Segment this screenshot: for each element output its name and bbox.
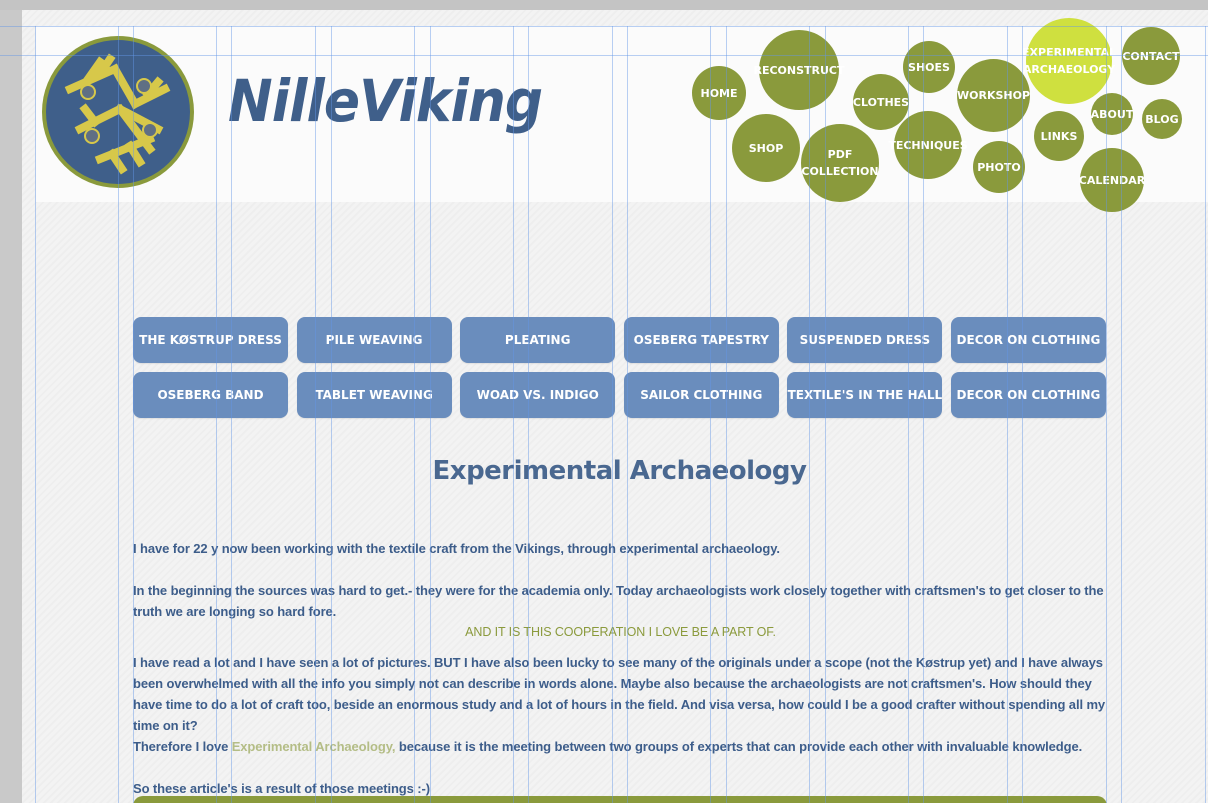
paragraph-5-start: Therefore I love <box>133 739 232 754</box>
nav-photo-label: PHOTO <box>977 160 1021 174</box>
nav-blog[interactable]: BLOG <box>1142 99 1182 139</box>
nav-workshop[interactable]: WORKSHOP <box>957 59 1030 132</box>
nav-experimental-line1: EXPERIMENTAL <box>1022 46 1116 59</box>
topic-kostrup-dress-button[interactable]: THE KØSTRUP DRESS <box>133 317 288 363</box>
paragraph-5-end: because it is the meeting between two gr… <box>395 739 1083 754</box>
topic-decor-on-clothing-button[interactable]: DECOR ON CLOTHING <box>950 317 1106 363</box>
topic-textiles-in-the-hall-button[interactable]: TEXTILE'S IN THE HALL <box>787 372 943 418</box>
nav-clothes[interactable]: CLOTHES <box>853 74 909 130</box>
nav-links[interactable]: LINKS <box>1034 111 1084 161</box>
nav-home[interactable]: HOME <box>692 66 746 120</box>
topic-decor-on-clothing-2-button[interactable]: DECOR ON CLOTHING <box>950 372 1106 418</box>
nav-reconstruct-label: RECONSTRUCT <box>753 63 845 77</box>
nav-techniques[interactable]: TECHNIQUES <box>888 111 968 179</box>
topic-woad-vs-indigo-button[interactable]: WOAD VS. INDIGO <box>460 372 616 418</box>
paragraph-1: I have for 22 y now been working with th… <box>133 541 780 556</box>
paragraph-cooperation: AND IT IS THIS COOPERATION I LOVE BE A P… <box>465 625 776 639</box>
paragraph-4: I have read a lot and I have seen a lot … <box>133 655 1106 733</box>
paragraph-5: Therefore I love Experimental Archaeolog… <box>133 736 1108 757</box>
nav-workshop-label: WORKSHOP <box>956 89 1031 102</box>
paragraph-2: In the beginning the sources was hard to… <box>133 583 1104 619</box>
nav-shop-label: SHOP <box>748 141 784 155</box>
nav-pdf-line1: PDF <box>827 148 853 161</box>
nav-pdf-line2: COLLECTION <box>801 165 879 178</box>
topic-oseberg-band-button[interactable]: OSEBERG BAND <box>133 372 288 418</box>
nav-contact[interactable]: CONTACT <box>1122 27 1180 85</box>
editor-top-strip <box>0 0 1208 10</box>
nav-shoes[interactable]: SHOES <box>903 41 955 93</box>
topic-button-grid: THE KØSTRUP DRESS PILE WEAVING PLEATING … <box>133 317 1106 418</box>
nav-pdf-collection[interactable]: PDF COLLECTION <box>801 124 879 202</box>
topic-pile-weaving-button[interactable]: PILE WEAVING <box>296 317 452 363</box>
viking-knot-logo-icon[interactable] <box>40 34 196 190</box>
site-title[interactable]: NilleViking <box>228 67 543 135</box>
bottom-content-bar <box>133 796 1107 803</box>
nav-techniques-label: TECHNIQUES <box>888 138 968 152</box>
nav-calendar-label: CALENDAR <box>1078 173 1146 187</box>
topic-sailor-clothing-button[interactable]: SAILOR CLOTHING <box>623 372 779 418</box>
nav-about[interactable]: ABOUT <box>1091 93 1133 135</box>
topic-suspended-dress-button[interactable]: SUSPENDED DRESS <box>787 317 943 363</box>
article-body: I have for 22 y now been working with th… <box>133 538 1108 799</box>
nav-experimental-archaeology[interactable]: EXPERIMENTAL ARCHAEOLOGY <box>1022 18 1116 104</box>
nav-calendar[interactable]: CALENDAR <box>1078 148 1146 212</box>
topic-tablet-weaving-button[interactable]: TABLET WEAVING <box>296 372 452 418</box>
nav-home-label: HOME <box>700 86 738 100</box>
nav-links-label: LINKS <box>1040 129 1078 143</box>
nav-shop[interactable]: SHOP <box>732 114 800 182</box>
topic-oseberg-tapestry-button[interactable]: OSEBERG TAPESTRY <box>623 317 779 363</box>
nav-blog-label: BLOG <box>1145 112 1179 126</box>
nav-reconstruct[interactable]: RECONSTRUCT <box>753 30 845 110</box>
editor-left-strip <box>0 10 22 803</box>
nav-pdf-collection-label: PDF COLLECTION <box>801 146 878 180</box>
nav-experimental-line2: ARCHAEOLOGY <box>1022 63 1116 76</box>
nav-about-label: ABOUT <box>1090 107 1134 121</box>
nav-photo[interactable]: PHOTO <box>973 141 1025 193</box>
topic-pleating-button[interactable]: PLEATING <box>460 317 616 363</box>
nav-clothes-label: CLOTHES <box>852 95 910 109</box>
nav-experimental-archaeology-label: EXPERIMENTAL ARCHAEOLOGY <box>1022 44 1116 78</box>
page-heading: Experimental Archaeology <box>432 456 807 486</box>
page-canvas: NilleViking HOME RECONSTRUCT SHOES EXPER… <box>22 10 1208 803</box>
nav-contact-label: CONTACT <box>1122 49 1180 63</box>
paragraph-6: So these article's is a result of those … <box>133 781 430 796</box>
experimental-archaeology-link[interactable]: Experimental Archaeology, <box>231 739 396 754</box>
nav-shoes-label: SHOES <box>908 60 950 74</box>
